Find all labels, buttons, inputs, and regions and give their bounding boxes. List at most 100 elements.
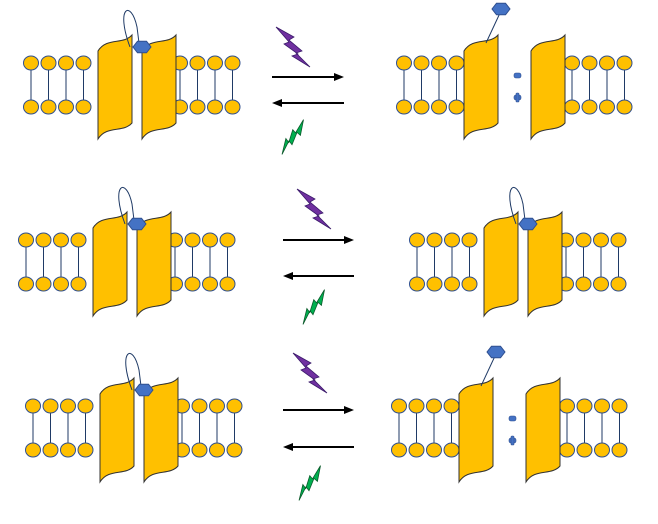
lipid [616, 55, 633, 115]
lightning-bolt-icon [275, 26, 311, 68]
reverse-arrowhead [283, 443, 293, 451]
lipid-head [226, 442, 243, 458]
lipid-bilayer [18, 232, 87, 292]
lipid-head [461, 276, 478, 292]
equilibrium-row-1 [23, 2, 633, 155]
lipid-head [58, 99, 74, 115]
lipid-head [70, 276, 87, 292]
lipid [610, 232, 627, 292]
lipid [42, 398, 59, 458]
equilibrium-row-3 [25, 345, 628, 501]
lipid-head [594, 442, 610, 458]
tether-linker [123, 9, 140, 48]
right-state-blocked [409, 186, 627, 318]
cation-bar [515, 92, 520, 103]
lipid [443, 398, 460, 458]
channel-subunit-left [483, 210, 519, 318]
lipid-head [461, 232, 478, 248]
lipid-head [202, 276, 218, 292]
lipid [184, 232, 201, 292]
equilibrium-arrows [283, 188, 354, 325]
lipid-bilayer [564, 55, 633, 115]
lipid-head [610, 232, 627, 248]
lightning-bolt-icon [302, 289, 325, 325]
lipid-bilayer [167, 232, 236, 292]
channel-subunit-right [530, 33, 566, 141]
left-state-blocked [23, 9, 241, 141]
lipid [209, 398, 225, 458]
lipid [207, 55, 223, 115]
anion [508, 415, 517, 422]
lipid-head [581, 99, 598, 115]
hexagon-icon [491, 2, 511, 16]
lipid [594, 398, 610, 458]
lipid-head [426, 276, 443, 292]
channel-subunit-right [136, 210, 172, 318]
lipid [75, 55, 92, 115]
right-state-open [391, 345, 628, 484]
lipid-head [426, 232, 443, 248]
tether-linker [485, 12, 501, 44]
channel-subunit-left [458, 376, 494, 484]
lipid-head [426, 398, 442, 414]
lipid-head [408, 442, 425, 458]
lipid [18, 232, 34, 292]
lipid [77, 398, 94, 458]
lipid-head [184, 276, 201, 292]
lipid-head [408, 398, 425, 414]
reverse-arrowhead [272, 99, 282, 107]
lipid-head [70, 232, 87, 248]
lipid-head [575, 276, 592, 292]
ion-channel-open [463, 2, 566, 141]
channel-subunit-left [97, 33, 133, 141]
lipid-head [391, 442, 407, 458]
lipid [576, 398, 593, 458]
lipid-head [40, 55, 57, 71]
lipid-head [593, 232, 609, 248]
lipid-head [60, 398, 76, 414]
ions [508, 415, 517, 446]
lipid [40, 55, 57, 115]
lipid-head [189, 55, 206, 71]
lipid-head [191, 398, 208, 414]
lipid-head [564, 55, 580, 71]
lipid [426, 398, 442, 458]
tether-linker [509, 186, 526, 225]
lipid-head [189, 99, 206, 115]
lipid [189, 55, 206, 115]
lipid [408, 398, 425, 458]
lipid-head [77, 442, 94, 458]
lipid-head [576, 442, 593, 458]
lipid [224, 55, 241, 115]
lipid-head [224, 99, 241, 115]
lipid-head [409, 276, 425, 292]
lipid-bilayer [172, 55, 241, 115]
forward-arrowhead [334, 73, 344, 81]
lipid [575, 232, 592, 292]
lipid-head [23, 55, 39, 71]
lipid-head [564, 99, 580, 115]
lipid-head [75, 55, 92, 71]
equilibrium-row-2 [18, 186, 627, 325]
lipid-head [35, 232, 52, 248]
lipid-bilayer [396, 55, 465, 115]
lipid [461, 232, 478, 292]
forward-arrowhead [344, 406, 354, 414]
lipid-head [219, 276, 236, 292]
lipid-head [42, 398, 59, 414]
lipid-head [224, 55, 241, 71]
hexagon-icon [486, 345, 506, 359]
lipid-head [23, 99, 39, 115]
tether-linker [480, 355, 496, 387]
ion-channel-closed [483, 186, 563, 318]
lipid-head [559, 442, 575, 458]
hexagon-icon [127, 217, 147, 231]
lipid-head [413, 55, 430, 71]
lipid-bilayer [559, 398, 628, 458]
equilibrium-arrows [272, 26, 344, 155]
lipid [53, 232, 69, 292]
lipid [599, 55, 615, 115]
lipid [70, 232, 87, 292]
lipid [611, 398, 628, 458]
